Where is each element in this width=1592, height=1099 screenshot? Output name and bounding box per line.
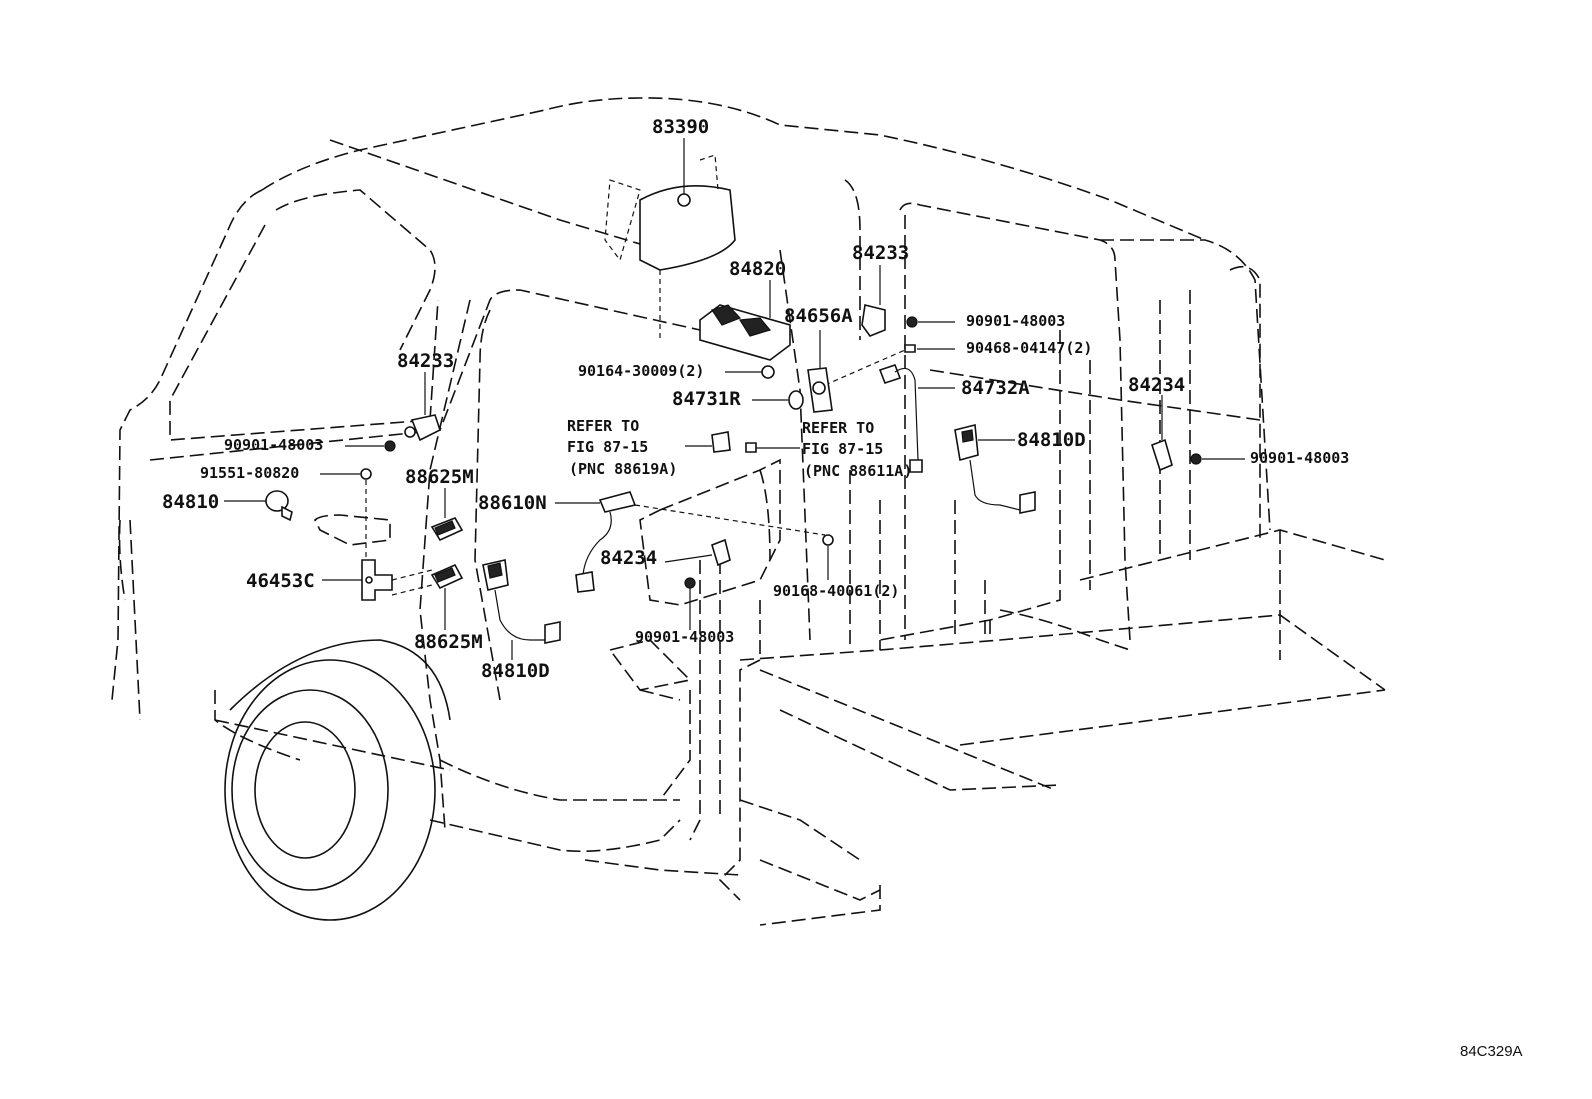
rear-wheel [224, 639, 451, 921]
part-88610N-harness [555, 491, 826, 593]
part-84656A-plate [807, 330, 833, 413]
part-84234-mid [664, 534, 834, 630]
part-84820-switch [699, 280, 791, 379]
callout-90901-48003-bottom[interactable]: 90901-48003 [635, 628, 735, 646]
part-46453C-bracket [322, 559, 433, 601]
callout-84234-mid[interactable]: 84234 [600, 547, 658, 569]
callout-90164-30009[interactable]: 90164-30009(2) [578, 362, 705, 380]
callout-84810[interactable]: 84810 [162, 491, 220, 513]
callout-91551-80820[interactable]: 91551-80820 [200, 464, 300, 482]
callout-90468-04147[interactable]: 90468-04147(2) [966, 339, 1093, 357]
callout-46453C[interactable]: 46453C [246, 570, 315, 592]
callout-84810D-right[interactable]: 84810D [1017, 429, 1086, 451]
callout-90168-40061[interactable]: 90168-40061(2) [773, 582, 900, 600]
ref-connectors [685, 431, 800, 453]
part-84810D-bottom [482, 559, 561, 660]
ref-right-line2[interactable]: FIG 87-15 [802, 440, 884, 458]
callout-84656A[interactable]: 84656A [784, 305, 853, 327]
part-84233-left [320, 372, 441, 560]
callout-84731R[interactable]: 84731R [672, 388, 741, 410]
callout-90901-48003-left[interactable]: 90901-48003 [224, 436, 324, 454]
ref-left-line1: REFER TO [567, 417, 640, 435]
callout-84820[interactable]: 84820 [729, 258, 787, 280]
part-84234-right [1151, 395, 1245, 472]
callout-84233-left[interactable]: 84233 [397, 350, 455, 372]
ref-right-line1: REFER TO [802, 419, 875, 437]
callout-88625M-top[interactable]: 88625M [405, 466, 474, 488]
callout-90901-48003-top[interactable]: 90901-48003 [966, 312, 1066, 330]
part-84731R-grommet [752, 390, 804, 410]
part-88625M-top [430, 488, 464, 542]
part-83390-unit [604, 138, 736, 340]
ref-left-line2[interactable]: FIG 87-15 [567, 438, 649, 456]
part-84810-sensor [224, 490, 293, 522]
diagram-code: 84C329A [1460, 1043, 1523, 1060]
callout-84234-right[interactable]: 84234 [1128, 374, 1186, 396]
ref-left-line3: (PNC 88619A) [569, 460, 678, 478]
part-88625M-bottom [430, 563, 464, 630]
part-84233-top [824, 265, 955, 386]
callout-88610N[interactable]: 88610N [478, 492, 547, 514]
callout-84732A[interactable]: 84732A [961, 377, 1030, 399]
callout-84810D-bottom[interactable]: 84810D [481, 660, 550, 682]
callout-83390[interactable]: 83390 [652, 116, 710, 138]
ref-right-line3: (PNC 88611A) [804, 462, 913, 480]
callout-88625M-bottom[interactable]: 88625M [414, 631, 483, 653]
part-84732A-harness [878, 363, 955, 473]
callout-90901-48003-right[interactable]: 90901-48003 [1250, 449, 1350, 467]
part-84810D-right [954, 423, 1036, 514]
callout-84233-top[interactable]: 84233 [852, 242, 910, 264]
vehicle-body-outline [111, 97, 1386, 926]
